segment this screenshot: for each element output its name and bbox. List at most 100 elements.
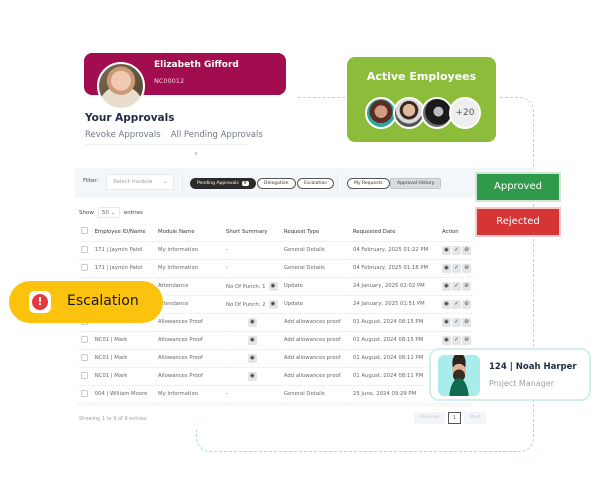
- header-action: Action: [440, 223, 474, 242]
- action-cell: ◉✓⊘: [440, 241, 474, 260]
- module-cell: Allowances Proof: [156, 313, 225, 332]
- approve-check-icon[interactable]: ✓: [452, 281, 461, 291]
- date-cell: 01 August, 2024 08:15 PM: [350, 331, 440, 350]
- row-checkbox[interactable]: [81, 263, 88, 271]
- escalation-label: Escalation: [67, 293, 139, 309]
- summary-cell: ◉: [224, 349, 282, 368]
- approved-button[interactable]: Approved: [477, 174, 559, 200]
- connector-dot: [195, 152, 197, 155]
- module-cell: Allowances Proof: [156, 331, 225, 350]
- request-type-cell: Add allowances proof: [281, 331, 351, 350]
- header-request-type[interactable]: Request Type: [281, 223, 351, 242]
- view-icon[interactable]: ◉: [268, 299, 278, 309]
- escalation-badge[interactable]: ! Escalation: [9, 281, 163, 323]
- my-requests-chip[interactable]: My Requests: [347, 178, 390, 189]
- employee-avatar[interactable]: [421, 97, 453, 129]
- approve-check-icon[interactable]: ✓: [452, 317, 461, 327]
- summary-cell: ◉: [224, 367, 282, 386]
- summary-cell: ◉: [224, 313, 282, 332]
- entries-label: entries: [123, 209, 143, 216]
- employee-card[interactable]: 124 | Noah Harper Project Manager: [429, 348, 591, 401]
- view-icon[interactable]: ◉: [442, 335, 451, 345]
- table-footer-divider: [75, 405, 470, 406]
- header-summary[interactable]: Short Summary: [224, 223, 282, 242]
- row-checkbox[interactable]: [81, 353, 88, 361]
- header-requested-date[interactable]: Requested Date: [350, 223, 440, 242]
- summary-cell: No Of Punch: 2◉: [224, 295, 282, 314]
- escalation-chip[interactable]: Escalation: [297, 178, 335, 189]
- approve-check-icon[interactable]: ✓: [452, 263, 461, 273]
- header-module[interactable]: Module Name: [156, 223, 225, 242]
- date-cell: 04 February, 2025 01:22 PM: [350, 241, 440, 260]
- approvals-title: Your Approvals: [85, 112, 175, 124]
- request-type-cell: General Details: [281, 385, 351, 404]
- request-type-cell: Add allowances proof: [281, 367, 351, 386]
- module-cell: Attendance: [156, 277, 225, 296]
- employee-avatar[interactable]: [365, 97, 397, 129]
- request-type-cell: Add allowances proof: [281, 313, 351, 332]
- pagination: Previous 1 Next: [414, 412, 487, 424]
- module-cell: Attendance: [156, 295, 225, 314]
- rejected-button[interactable]: Rejected: [477, 209, 559, 235]
- reject-ban-icon[interactable]: ⊘: [462, 299, 471, 309]
- table-row: NC01 | Mark Allowances Proof ◉ Add allow…: [79, 331, 474, 350]
- view-icon[interactable]: ◉: [247, 353, 257, 363]
- request-type-cell: General Details: [281, 259, 351, 278]
- entries-select[interactable]: 50 ⌄: [97, 207, 120, 218]
- reject-ban-icon[interactable]: ⊘: [462, 281, 471, 291]
- employee-cell: 004 | William Moore: [92, 385, 157, 404]
- profile-employee-id: NC00012: [154, 77, 185, 85]
- next-page-button[interactable]: Next: [463, 412, 487, 424]
- view-icon[interactable]: ◉: [442, 245, 451, 255]
- delegation-chip[interactable]: Delegation: [257, 178, 296, 189]
- approve-check-icon[interactable]: ✓: [452, 335, 461, 345]
- action-cell: ◉✓⊘: [440, 295, 474, 314]
- view-icon[interactable]: ◉: [247, 335, 257, 345]
- showing-entries-text: Showing 1 to 9 of 9 entries: [79, 416, 147, 422]
- view-icon[interactable]: ◉: [268, 281, 278, 291]
- module-cell: Allowances Proof: [156, 349, 225, 368]
- approve-check-icon[interactable]: ✓: [452, 245, 461, 255]
- row-checkbox[interactable]: [81, 335, 88, 343]
- view-icon[interactable]: ◉: [247, 317, 257, 327]
- view-icon[interactable]: ◉: [442, 299, 451, 309]
- active-employees-card: Active Employees +20: [347, 57, 496, 142]
- reject-ban-icon[interactable]: ⊘: [462, 245, 471, 255]
- view-icon[interactable]: ◉: [247, 371, 257, 381]
- row-checkbox[interactable]: [81, 389, 88, 397]
- reject-ban-icon[interactable]: ⊘: [462, 263, 471, 273]
- approval-history-chip[interactable]: Approval History: [390, 178, 442, 189]
- select-all-checkbox[interactable]: [81, 227, 88, 235]
- view-icon[interactable]: ◉: [442, 281, 451, 291]
- row-checkbox[interactable]: [81, 245, 88, 253]
- row-checkbox[interactable]: [81, 371, 88, 379]
- employee-cell: 171 | Jaymin Patel: [92, 259, 157, 278]
- header-employee[interactable]: Employee ID/Name: [92, 223, 157, 242]
- alert-icon: !: [29, 291, 51, 313]
- more-employees-count[interactable]: +20: [449, 97, 481, 129]
- view-icon[interactable]: ◉: [442, 263, 451, 273]
- module-select[interactable]: Select module ⌄: [106, 174, 174, 190]
- table-row: 004 | William Moore My Information - Gen…: [79, 385, 474, 404]
- previous-page-button[interactable]: Previous: [414, 412, 446, 424]
- reject-ban-icon[interactable]: ⊘: [462, 335, 471, 345]
- approve-check-icon[interactable]: ✓: [452, 299, 461, 309]
- view-icon[interactable]: ◉: [442, 317, 451, 327]
- revoke-approvals-link[interactable]: Revoke Approvals: [85, 130, 161, 140]
- divider: [337, 174, 338, 192]
- module-cell: My Information: [156, 385, 225, 404]
- page-1-button[interactable]: 1: [448, 412, 461, 424]
- reject-ban-icon[interactable]: ⊘: [462, 317, 471, 327]
- all-pending-approvals-link[interactable]: All Pending Approvals: [170, 130, 263, 140]
- date-cell: 01 August, 2024 08:15 PM: [350, 313, 440, 332]
- pending-count-badge: 9: [241, 181, 249, 186]
- summary-cell: -: [224, 259, 282, 278]
- employee-avatar-stack: +20: [365, 97, 481, 129]
- employee-cell: NC01 | Mark: [92, 331, 157, 350]
- show-label: Show: [79, 209, 94, 216]
- table-row: NC01 | Mark Allowances Proof ◉ Add allow…: [79, 367, 474, 386]
- dashed-connector-top: [298, 97, 350, 98]
- date-cell: 24 January, 2025 02:02 PM: [350, 277, 440, 296]
- chevron-down-icon: ⌄: [162, 178, 168, 185]
